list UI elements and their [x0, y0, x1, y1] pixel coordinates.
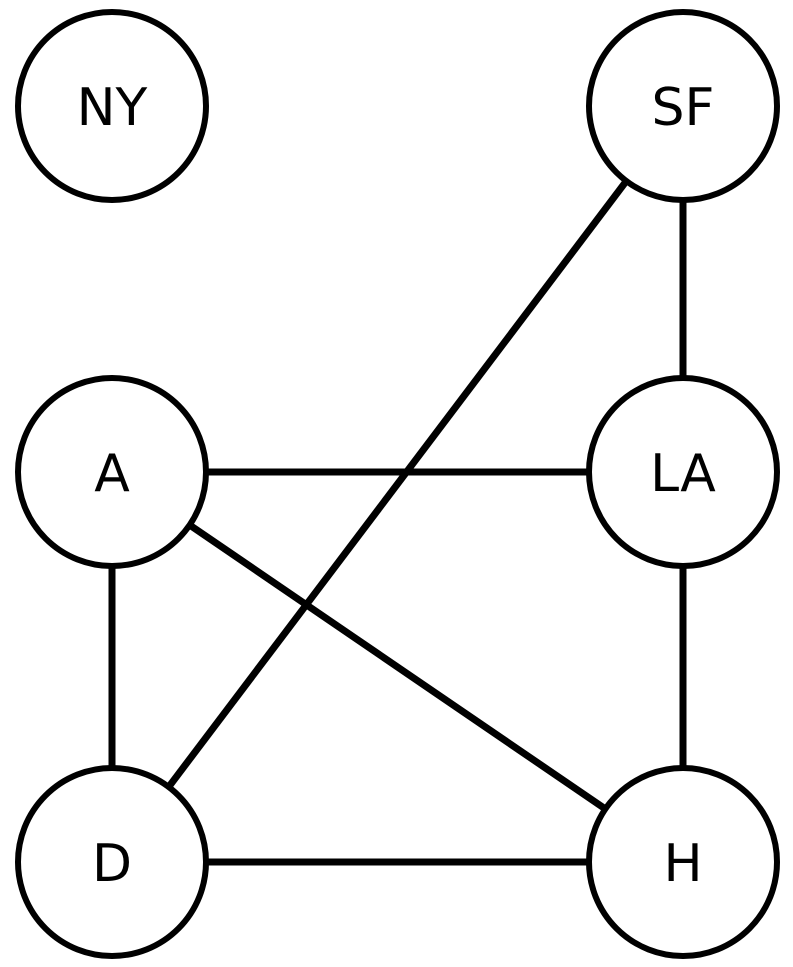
node-circle-ny	[15, 9, 209, 203]
node-label-ny: NY	[77, 78, 148, 138]
edge-sf-d	[109, 103, 686, 865]
node-circle-a	[15, 375, 209, 569]
node-ny: NY	[15, 9, 209, 203]
node-h: H	[586, 765, 780, 959]
node-a: A	[15, 375, 209, 569]
node-la: LA	[586, 375, 780, 569]
node-d: D	[15, 765, 209, 959]
node-label-la: LA	[650, 444, 716, 504]
node-circle-sf	[586, 9, 780, 203]
nodes-layer: NY SF A LA D H	[15, 9, 780, 959]
node-label-h: H	[663, 834, 702, 894]
node-label-a: A	[94, 444, 130, 504]
node-label-d: D	[92, 834, 132, 894]
node-circle-d	[15, 765, 209, 959]
node-circle-la	[586, 375, 780, 569]
node-label-sf: SF	[652, 78, 715, 138]
node-circle-h	[586, 765, 780, 959]
node-sf: SF	[586, 9, 780, 203]
edge-a-h	[110, 469, 685, 865]
